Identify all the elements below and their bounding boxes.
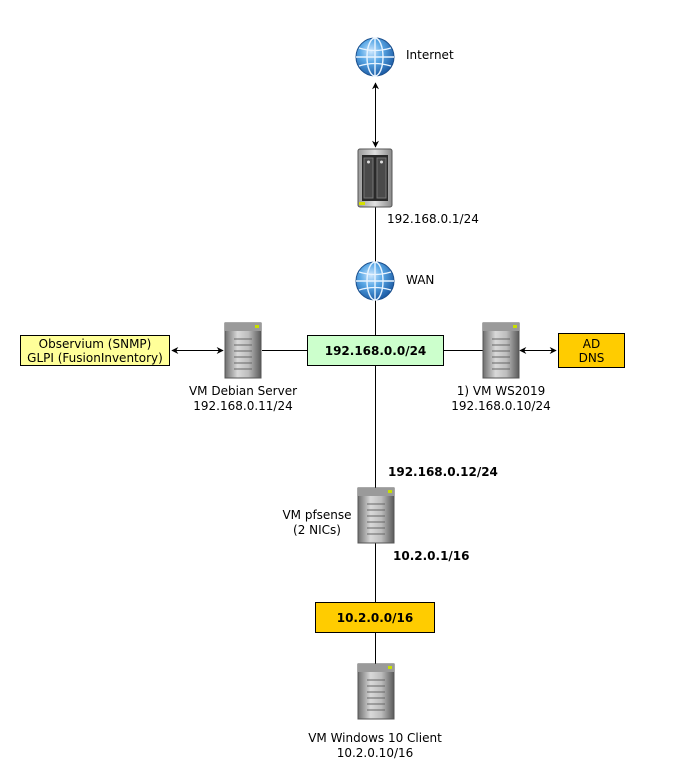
services-debian-line1: Observium (SNMP)	[38, 336, 152, 351]
internet-label: Internet	[406, 48, 454, 62]
services-debian-line2: GLPI (FusionInventory)	[27, 350, 163, 365]
ws2019-ip: 192.168.0.10/24	[451, 399, 551, 413]
debian-name: VM Debian Server	[188, 384, 298, 398]
globe-icon	[355, 261, 395, 301]
ws2019-name: 1) VM WS2019	[456, 384, 546, 398]
pfsense-wan-ip: 192.168.0.12/24	[388, 465, 498, 479]
lan-network-box: 192.168.0.0/24	[307, 335, 444, 366]
server-tower-icon	[357, 487, 395, 544]
win10-name: VM Windows 10 Client	[308, 731, 442, 745]
nas-router-icon	[357, 148, 393, 208]
globe-icon	[355, 37, 395, 77]
ws2019-label: 1) VM WS2019 192.168.0.10/24	[431, 384, 571, 414]
internal-network-box: 10.2.0.0/16	[315, 602, 435, 633]
internal-network-label: 10.2.0.0/16	[336, 610, 414, 625]
services-ws-line1: AD	[582, 336, 601, 351]
win10-ip: 10.2.0.10/16	[336, 746, 414, 760]
pfsense-label: VM pfsense (2 NICs)	[272, 508, 362, 538]
debian-label: VM Debian Server 192.168.0.11/24	[173, 384, 313, 414]
services-ws-box: AD DNS	[558, 333, 625, 368]
pfsense-lan-ip: 10.2.0.1/16	[393, 549, 470, 563]
server-tower-icon	[482, 322, 520, 379]
router-ip-label: 192.168.0.1/24	[387, 212, 479, 226]
win10-label: VM Windows 10 Client 10.2.0.10/16	[295, 731, 455, 761]
wan-label: WAN	[406, 273, 435, 287]
pfsense-nics: (2 NICs)	[293, 523, 341, 537]
lan-network-label: 192.168.0.0/24	[324, 343, 427, 358]
pfsense-name: VM pfsense	[282, 508, 352, 522]
connectors	[171, 82, 557, 664]
server-tower-icon	[357, 663, 395, 720]
server-tower-icon	[224, 322, 262, 379]
services-debian-box: Observium (SNMP) GLPI (FusionInventory)	[20, 335, 170, 366]
debian-ip: 192.168.0.11/24	[193, 399, 293, 413]
services-ws-line2: DNS	[578, 350, 605, 365]
